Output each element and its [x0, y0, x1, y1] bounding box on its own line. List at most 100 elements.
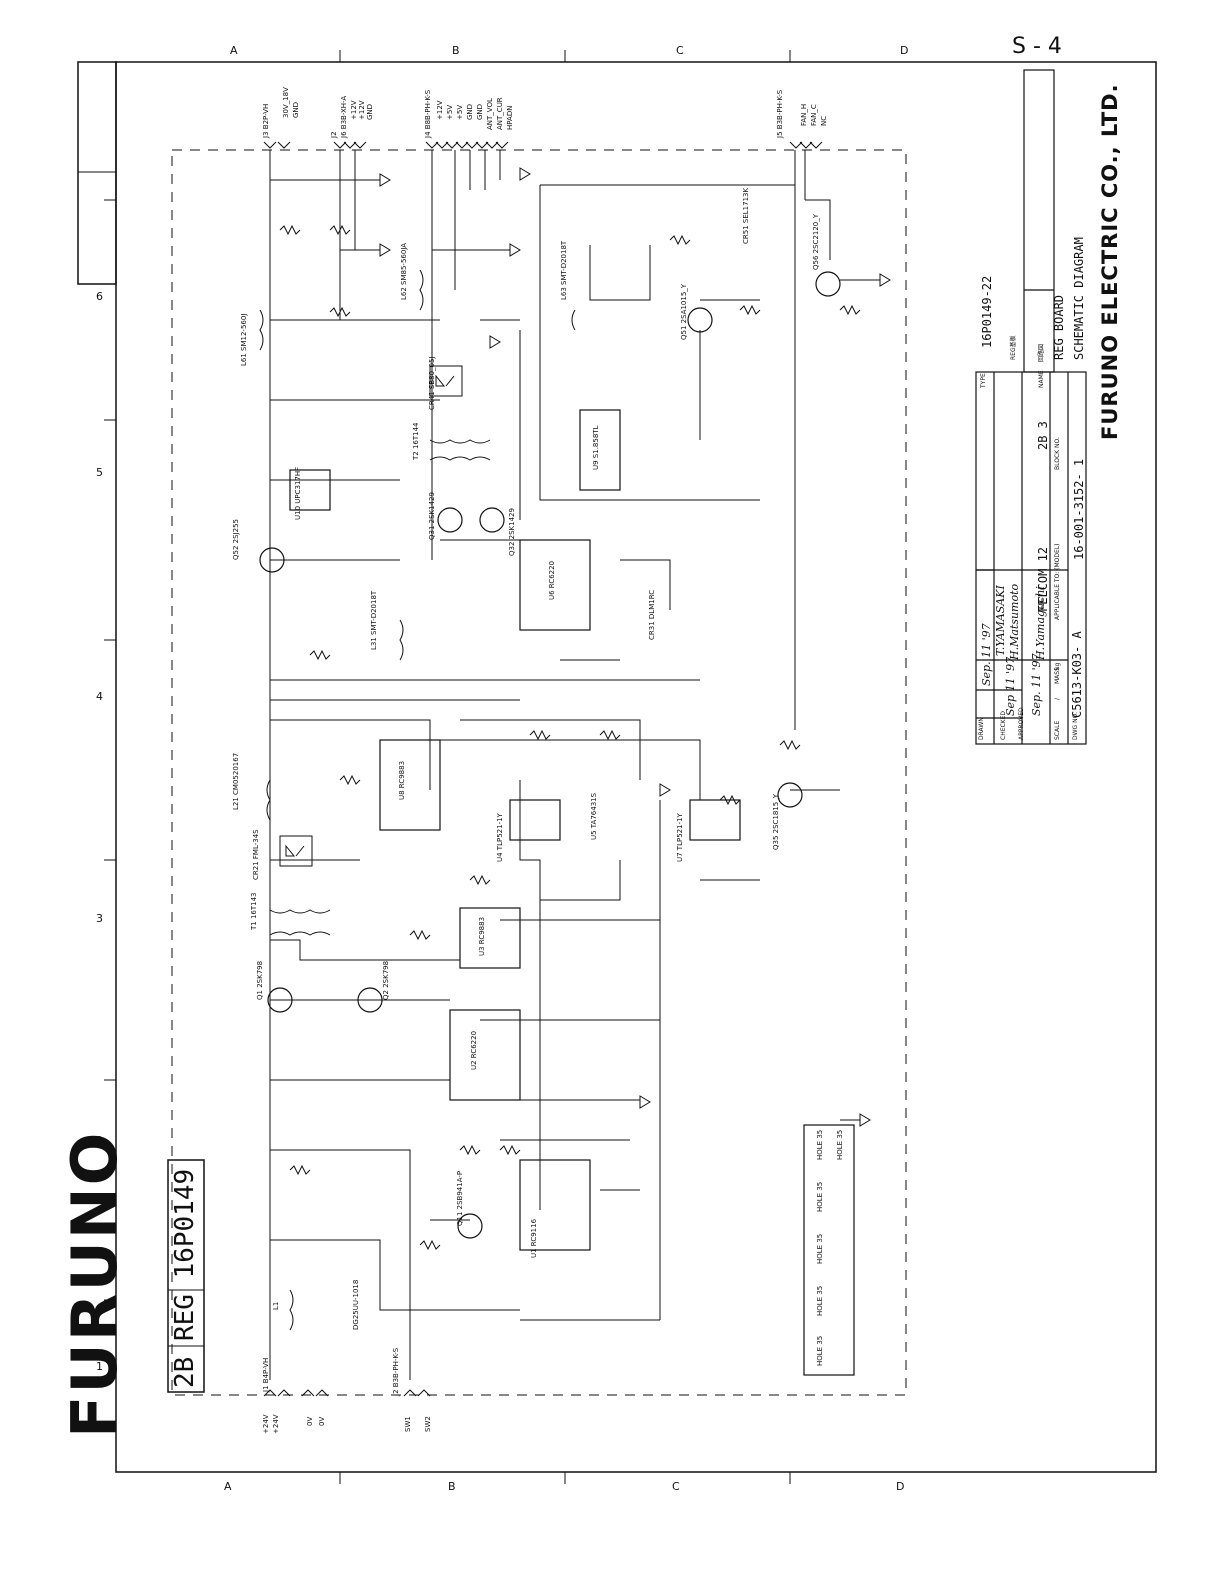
component-l63: L63 SMT-D2018T [560, 240, 568, 300]
component-q35: Q35 2SC1815_Y [772, 793, 780, 850]
connector-j6-ref: J6 B3B-XH-A [340, 95, 348, 138]
connector-j6: J2 [330, 131, 338, 138]
connector-j5-pin2: FAN_C [810, 104, 818, 126]
connector-j5-pin1: FAN_H [800, 103, 808, 126]
component-cr31: CR31 DLM1RC [648, 589, 656, 640]
component-u3: U3 RC9883 [478, 916, 486, 956]
connector-j3-pin1: 30V_18V [282, 87, 290, 118]
board-outline [171, 149, 907, 1396]
connector-j2-pin2: SW2 [424, 1416, 432, 1432]
connector-j4-pin5: GND [476, 103, 484, 120]
connector-j3-pin2: GND [292, 101, 300, 118]
zone-number-4: 4 [96, 690, 103, 703]
tb-mass-value: kg [1054, 662, 1061, 670]
tb-applicable-label: APPLICABLE TO: (MODEL) [1054, 543, 1061, 620]
tb-type-jp: REG基板 [1010, 335, 1017, 360]
component-q31: Q31 2SK1429 [428, 492, 436, 540]
board-label-box [167, 1159, 205, 1393]
zone-letter-a-bottom: A [224, 1480, 232, 1493]
tb-checked-date: Sep 11 '97 [1004, 656, 1017, 716]
component-q32: Q32 2SK1429 [508, 508, 516, 556]
zone-letter-b-bottom: B [448, 1480, 456, 1493]
hole-2: HOLE 35 [816, 1285, 824, 1316]
page-number: S - 4 [1012, 34, 1062, 59]
tb-drawn-date: Sep. 11 '97 [980, 623, 993, 686]
tb-approved-value: H.Yamaguchi [1034, 586, 1047, 660]
tb-approved-date: Sep. 11 '97 [1030, 653, 1043, 716]
zone-ticks [104, 50, 791, 1484]
tb-checked-value: H.Matsumoto [1008, 583, 1021, 660]
connector-j1-pin2: +24V [272, 1414, 280, 1434]
connector-j1-pin3: 0V [306, 1416, 314, 1426]
tb-schematic-title: SCHEMATIC DIAGRAM [1072, 237, 1086, 360]
connector-j1-pin1: +24V [262, 1414, 270, 1434]
tb-name-label: NAME [1038, 370, 1045, 388]
hole-frame [803, 1124, 855, 1376]
component-l61: L61 SM12-560J [240, 313, 248, 366]
zone-number-5: 5 [96, 466, 103, 479]
zone-letter-d-bottom: D [896, 1480, 905, 1493]
tb-type-value: 16P0149-22 [980, 275, 994, 348]
component-u7: U7 TLP521-1Y [676, 813, 684, 862]
connector-j4: J4 B8B-PH-K-S [424, 89, 432, 138]
wires [269, 150, 880, 1380]
outer-frame [115, 61, 1157, 1473]
component-u10: U10 UPC317HF [294, 466, 302, 520]
connector-j4-pin7: ANT_CUR [496, 97, 504, 130]
connector-j6-pin3: GND [366, 103, 374, 120]
board-label: 2B REG 16P0149 [170, 1168, 200, 1388]
tb-dwg-number: 16-001-3152- 1 [1072, 458, 1086, 560]
component-u4: U4 TLP521-1Y [496, 813, 504, 862]
tb-block-label: BLOCK NO. [1054, 437, 1061, 470]
component-u9: U9 S1.858TL [592, 425, 600, 470]
component-l21: L21 CM0520167 [232, 752, 240, 810]
resistors [279, 224, 861, 1251]
tb-scale-value: / [1054, 697, 1061, 700]
zone-letter-b-top: B [452, 44, 460, 57]
connector-j4-pin3: +5V [456, 104, 464, 120]
component-t1: T1 16T143 [250, 892, 258, 930]
component-q11: Q11 2SB941A-P [456, 1170, 464, 1226]
component-u8: U8 RC9883 [398, 760, 406, 800]
component-u2: U2 RC6220 [470, 1030, 478, 1070]
tb-dwg-value: C5613-K03- A [1070, 631, 1084, 718]
transistors [259, 271, 841, 1239]
tb-name-jp: 回路図 [1038, 343, 1045, 362]
zone-number-1: 1 [96, 1360, 103, 1373]
zone-letter-d-top: D [900, 44, 909, 57]
connector-glyphs [263, 141, 823, 1397]
component-cr51: CR51 SEL1713K [742, 187, 750, 244]
zone-letter-a-top: A [230, 44, 238, 57]
connector-j4-pin8: HPADN [506, 105, 514, 130]
tb-block-value: 2B 3 [1036, 421, 1050, 450]
tb-drawn-value: T.YAMASAKI [994, 585, 1007, 656]
connector-j2-pin1: SW1 [404, 1416, 412, 1432]
component-q52: Q52 2SJ255 [232, 519, 240, 560]
connector-j3: J3 B2P-VH [262, 103, 270, 138]
connector-j6-pin2: +12V [358, 100, 366, 120]
connector-j4-pin6: ANT_VOL [486, 98, 494, 130]
component-u1: U1 RC9116 [530, 1218, 538, 1258]
hole-3: HOLE 35 [816, 1233, 824, 1264]
zone-letter-c-top: C [676, 44, 684, 57]
inductors [259, 269, 576, 1331]
component-l1: L1 [272, 1301, 280, 1310]
tb-type-label: TYPE [980, 373, 987, 388]
connector-j6-pin1: +12V [350, 100, 358, 120]
connector-j5-pin3: NC [820, 115, 828, 126]
component-q51: Q51 2SA1015_Y [680, 283, 688, 340]
ground-symbols [379, 167, 891, 1127]
component-cr41: CR41 SB80_05J [428, 356, 436, 410]
hole-1: HOLE 35 [816, 1335, 824, 1366]
zone-number-2: 2 [96, 1134, 103, 1147]
connector-j5: J5 B3B-PH-K-S [776, 89, 784, 138]
zone-number-6: 6 [96, 290, 103, 303]
zone-number-3: 3 [96, 912, 103, 925]
hole-6: HOLE 35 [836, 1129, 844, 1160]
connector-j4-pin2: +5V [446, 104, 454, 120]
component-q56: Q56 2SC2120_Y [812, 213, 820, 270]
tb-scale-label: SCALE [1054, 720, 1061, 740]
component-l31: L31 SMT-D2018T [370, 590, 378, 650]
ic-packages [289, 409, 741, 1251]
component-l1-part: DG25UU-1018 [352, 1279, 360, 1330]
